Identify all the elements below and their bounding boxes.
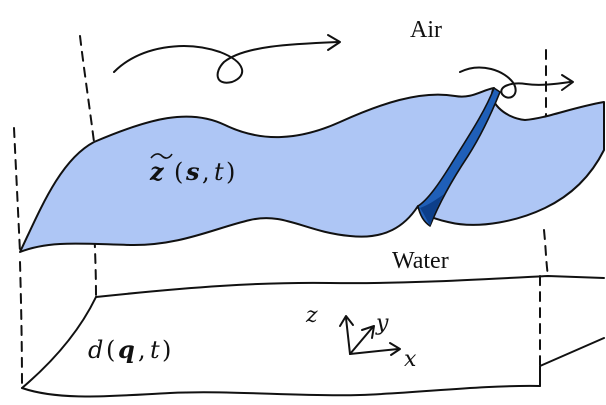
axis-y-line (349, 327, 373, 355)
water-surface (19, 87, 605, 253)
surface-arg-s: s (185, 157, 200, 186)
bottom-symbol: d (88, 336, 103, 364)
axis-y-label: y (375, 311, 389, 336)
axis-z-label: z (305, 303, 318, 328)
wind-arrow-right (459, 66, 571, 99)
axis-x-head (389, 342, 401, 356)
guide-left-front-lower (19, 261, 23, 389)
tilde-mark (150, 153, 173, 159)
bottom-formula: d ( q , t ) (88, 335, 171, 364)
axis-y-head (361, 325, 375, 339)
surface-formula: z ( s , t ) (149, 153, 235, 186)
guide-left-back (79, 35, 95, 143)
axis-x-line (349, 348, 399, 355)
wind-arrows (113, 34, 574, 99)
wind-arrow-left (113, 41, 339, 84)
bottom-arg-q: q (118, 335, 135, 364)
axis-z-head (339, 315, 354, 327)
label-water: Water (392, 248, 449, 274)
bottom-comma: , (138, 336, 146, 364)
seabed-front-edge (21, 384, 541, 398)
surface-sheet (19, 87, 605, 253)
axes (339, 315, 401, 356)
surface-comma: , (202, 158, 210, 186)
guide-left-front (13, 127, 21, 253)
crest-shade (420, 194, 444, 226)
surface-symbol: z (149, 157, 165, 186)
surface-arg-t: t (214, 158, 224, 186)
wind-arrow-right-head (561, 74, 574, 91)
bottom-arg-t: t (150, 336, 160, 364)
bottom-close-paren: ) (162, 336, 171, 364)
seabed-back-edge (95, 275, 605, 298)
surface-close-paren: ) (226, 158, 235, 186)
surface-open-paren: ( (174, 158, 183, 186)
guide-right-back-lower (543, 229, 549, 277)
label-air: Air (410, 17, 442, 43)
bottom-open-paren: ( (106, 336, 115, 364)
axis-z-line (345, 317, 351, 355)
seabed-right-edge (539, 337, 605, 387)
breaking-crest (417, 87, 501, 227)
axis-x-label: x (404, 347, 417, 372)
seabed-left-edge (21, 296, 97, 389)
wind-arrow-left-head (327, 34, 341, 51)
